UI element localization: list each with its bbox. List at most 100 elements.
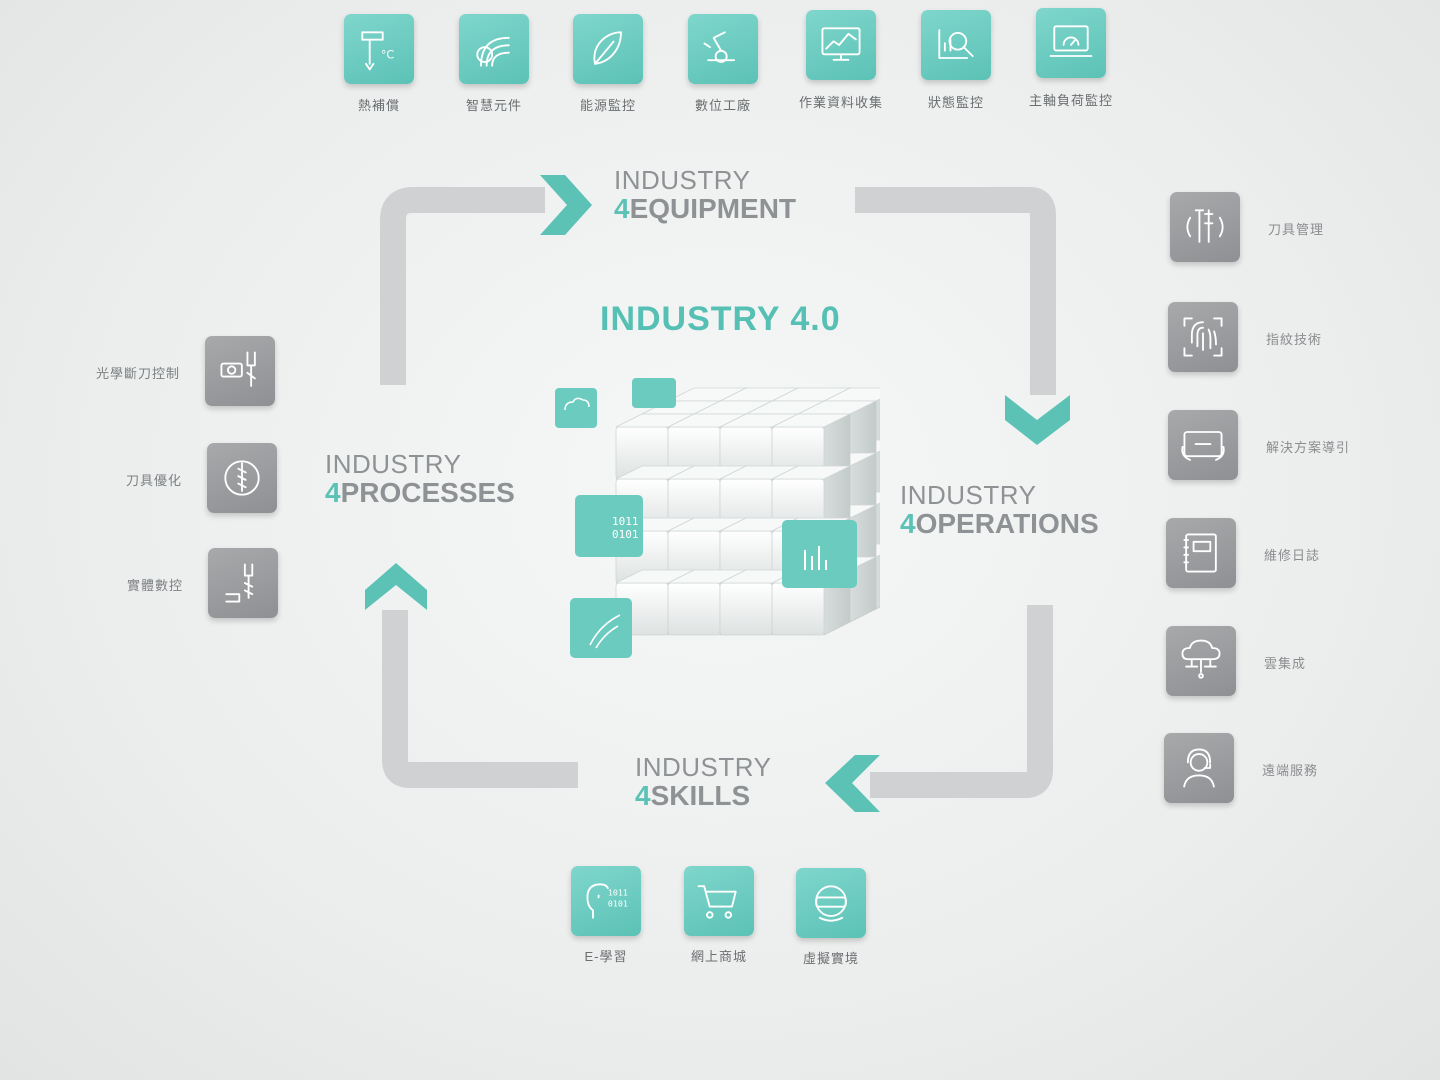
right-item-tile[interactable] (1166, 626, 1236, 696)
top-item-label: 作業資料收集 (798, 95, 883, 110)
label-operations: INDUSTRY 4OPERATIONS (900, 481, 1099, 539)
svg-text:0101: 0101 (612, 528, 639, 541)
label-skills: INDUSTRY 4SKILLS (635, 753, 771, 811)
top-item-label: 數位工廠 (694, 98, 751, 113)
cloud-network-icon (1181, 639, 1221, 679)
right-item-tile[interactable] (1168, 410, 1238, 480)
right-item-label: 指紋技術 (1266, 332, 1323, 347)
operations-line1: INDUSTRY (900, 480, 1037, 510)
bottom-item-label: 網上商城 (690, 949, 747, 964)
label-equipment: INDUSTRY 4EQUIPMENT (614, 166, 796, 224)
equipment-prefix: 4 (614, 193, 630, 224)
top-item-tile[interactable]: °C (344, 14, 414, 84)
leaf-icon (593, 31, 622, 65)
laptop-gauge-icon (1049, 25, 1093, 57)
svg-text:0101: 0101 (608, 899, 628, 909)
vr-headset-icon (815, 885, 847, 922)
frame-top-left (380, 187, 545, 385)
equipment-line1: INDUSTRY (614, 165, 751, 195)
floating-cube-signal (570, 598, 632, 658)
processes-prefix: 4 (325, 477, 341, 508)
left-item-tile[interactable] (207, 443, 277, 513)
shopping-cart-icon (697, 885, 737, 919)
bottom-item-label: E-學習 (584, 949, 628, 964)
floating-cube-chart (782, 520, 857, 588)
frame-top-right (855, 187, 1056, 395)
svg-text:°C: °C (381, 48, 395, 61)
equipment-name: EQUIPMENT (629, 193, 797, 224)
floating-cube-cloud (555, 388, 597, 428)
top-item-label: 主軸負荷監控 (1028, 93, 1113, 108)
cube-block-top (771, 413, 851, 428)
spindle-drill-icon (225, 563, 254, 603)
right-item-label: 雲集成 (1264, 656, 1307, 671)
top-item-tile[interactable] (806, 10, 876, 80)
svg-text:1011: 1011 (612, 515, 639, 528)
headset-agent-icon (1183, 748, 1215, 788)
top-item-label: 熱補償 (357, 98, 400, 113)
smart-gear-signal-icon (476, 36, 510, 67)
top-item-tile[interactable] (688, 14, 758, 84)
camera-spindle-icon (220, 351, 256, 387)
bottom-item-tile[interactable]: 1011 0101 (571, 866, 641, 936)
right-item-label: 維修日誌 (1264, 548, 1321, 563)
cube-grid (615, 387, 880, 636)
top-item-tile[interactable] (1036, 8, 1106, 78)
cube-illustration: 1011 0101 (555, 378, 880, 658)
right-item-tile[interactable] (1166, 518, 1236, 588)
fingerprint-icon (1183, 317, 1223, 357)
chevron-left-icon (825, 755, 880, 812)
svg-text:1011: 1011 (608, 887, 628, 897)
skills-prefix: 4 (635, 780, 651, 811)
top-item-tile[interactable] (459, 14, 529, 84)
cube-block-front (719, 582, 773, 636)
operations-name: OPERATIONS (915, 508, 1099, 539)
head-binary-icon: 1011 0101 (586, 883, 628, 919)
chevron-up-icon (365, 563, 427, 610)
label-processes: INDUSTRY 4PROCESSES (325, 450, 515, 508)
floating-cube-binary: 1011 0101 (575, 495, 643, 557)
notebook-icon (1183, 533, 1217, 573)
top-item-tile[interactable] (573, 14, 643, 84)
center-title: INDUSTRY 4.0 (600, 300, 841, 338)
drill-cycle-icon (224, 460, 260, 496)
top-item-label: 智慧元件 (465, 98, 522, 113)
chevron-right-icon (540, 175, 592, 235)
floating-cube-small (632, 378, 676, 408)
frame-bottom-left (382, 610, 578, 788)
right-item-tile[interactable] (1164, 733, 1234, 803)
operations-prefix: 4 (900, 508, 916, 539)
skills-name: SKILLS (650, 780, 751, 811)
left-item-tile[interactable] (205, 336, 275, 406)
tool-management-icon (1186, 209, 1224, 243)
top-item-label: 能源監控 (579, 98, 636, 113)
monitor-chart-icon (821, 27, 861, 61)
skills-line1: INDUSTRY (635, 752, 772, 782)
magnifier-chart-icon (938, 29, 974, 59)
cube-block-front (771, 582, 825, 636)
top-item-tile[interactable] (921, 10, 991, 80)
cube-block-top (771, 465, 851, 480)
right-item-tile[interactable] (1168, 302, 1238, 372)
right-item-tile[interactable] (1170, 192, 1240, 262)
caliper-thermometer-icon: °C (361, 31, 395, 71)
cube-block-front (667, 582, 721, 636)
tablet-tools-icon (1181, 431, 1225, 461)
right-item-label: 刀具管理 (1268, 222, 1325, 237)
right-item-label: 遠端服務 (1262, 763, 1319, 778)
left-item-tile[interactable] (208, 548, 278, 618)
processes-name: PROCESSES (340, 477, 515, 508)
top-item-label: 狀態監控 (927, 95, 984, 110)
bottom-item-label: 虛擬實境 (802, 951, 859, 966)
left-item-label: 光學斷刀控制 (95, 366, 180, 381)
frame-bottom-right (870, 605, 1053, 798)
bottom-item-tile[interactable] (796, 868, 866, 938)
chevron-down-icon (1005, 395, 1070, 445)
left-item-label: 刀具優化 (125, 473, 182, 488)
bottom-item-tile[interactable] (684, 866, 754, 936)
processes-line1: INDUSTRY (325, 449, 462, 479)
left-item-label: 實體數控 (126, 578, 183, 593)
right-item-label: 解決方案導引 (1266, 440, 1351, 455)
robot-arm-icon (703, 31, 736, 63)
